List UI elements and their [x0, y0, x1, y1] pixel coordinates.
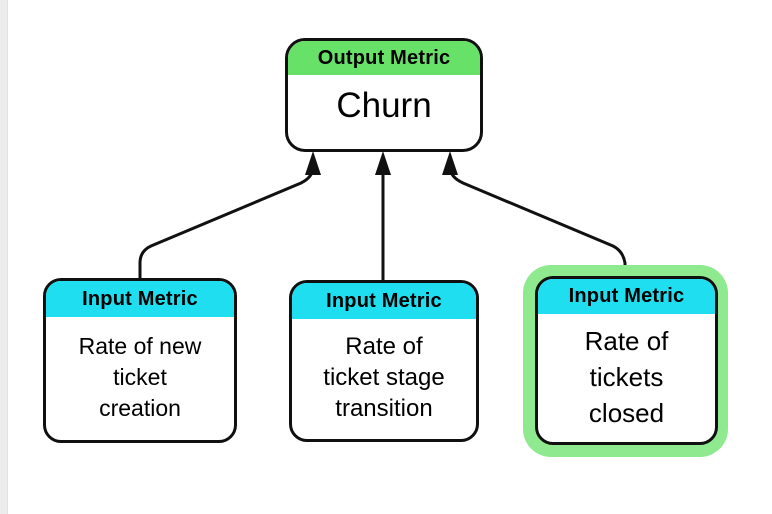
edge-arrow-middle — [375, 151, 391, 283]
input-card-1-line-1: Rate of new — [78, 333, 202, 359]
input-card-2-header: Input Metric — [292, 283, 476, 319]
input-card-3-line-2: tickets — [589, 362, 664, 392]
input-card-2-line-2: ticket stage — [323, 364, 445, 391]
input-card-2-line-3: transition — [335, 395, 433, 422]
input-metric-card-1: Input Metric Rate of new ticket creation — [43, 278, 237, 443]
edge-arrow-left — [138, 151, 321, 281]
input-metric-card-2: Input Metric Rate of ticket stage transi… — [289, 280, 479, 442]
edge-arrow-right — [442, 151, 627, 269]
input-card-3-header: Input Metric — [538, 279, 715, 314]
input-card-2-line-1: Rate of — [345, 333, 423, 360]
page-edge-strip — [0, 0, 8, 514]
output-card-header: Output Metric — [288, 41, 480, 75]
input-card-1-body: Rate of new ticket creation — [46, 317, 234, 424]
input-metric-card-3: Input Metric Rate of tickets closed — [535, 276, 718, 445]
input-card-1-line-2: ticket — [113, 364, 167, 390]
output-metric-card: Output Metric Churn — [285, 38, 483, 152]
input-card-3-line-1: Rate of — [584, 326, 669, 356]
input-card-1-header: Input Metric — [46, 281, 234, 317]
input-card-3-body: Rate of tickets closed — [538, 314, 715, 431]
input-card-1-line-3: creation — [99, 395, 181, 421]
input-card-3-line-3: closed — [588, 398, 665, 428]
output-card-title: Churn — [336, 86, 432, 125]
input-card-2-body: Rate of ticket stage transition — [292, 319, 476, 424]
